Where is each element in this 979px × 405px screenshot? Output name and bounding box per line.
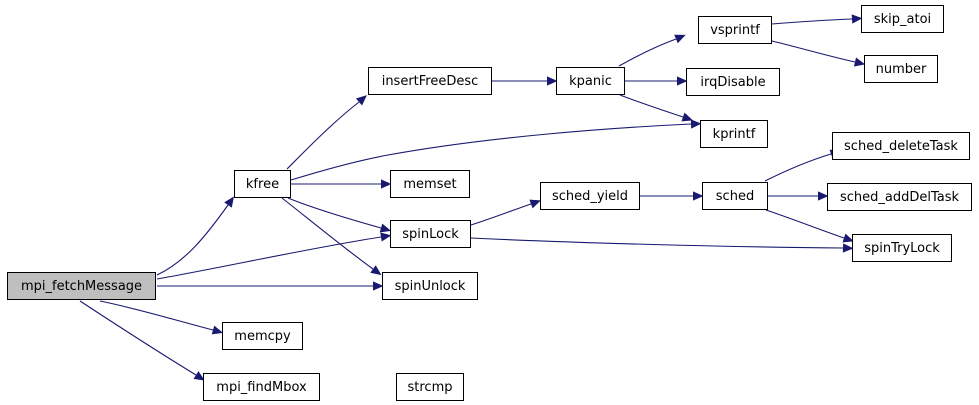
node-label: sched_deleteTask (844, 138, 958, 154)
edge-kfree-to-insertFreeDesc (286, 101, 360, 170)
arrowhead-icon (681, 112, 693, 122)
edge-spinLock-to-spinTryLock (470, 237, 844, 249)
node-sched_deleteTask[interactable]: sched_deleteTask (832, 132, 970, 160)
node-memset[interactable]: memset (390, 170, 470, 198)
node-label: irqDisable (700, 74, 766, 90)
edge-kpanic-to-kprintf (619, 94, 684, 118)
node-strcmp[interactable]: strcmp (396, 373, 464, 401)
edge-kfree-to-spinLock (287, 197, 382, 229)
arrowhead-icon (674, 34, 686, 44)
node-label: kpanic (569, 73, 612, 89)
node-label: sched (715, 188, 755, 204)
node-label: kprintf (712, 126, 756, 142)
node-label: memset (403, 176, 457, 192)
node-label: spinUnlock (394, 278, 466, 294)
node-kprintf[interactable]: kprintf (700, 120, 768, 148)
node-label: memcpy (234, 328, 291, 344)
node-kfree[interactable]: kfree (234, 170, 291, 198)
node-spinLock[interactable]: spinLock (390, 220, 471, 248)
node-label: number (875, 61, 927, 77)
node-irqDisable[interactable]: irqDisable (686, 68, 780, 96)
node-label: mpi_findMbox (216, 379, 307, 395)
node-spinTryLock[interactable]: spinTryLock (852, 234, 952, 262)
node-kpanic[interactable]: kpanic (556, 67, 625, 95)
node-label: spinLock (402, 226, 459, 242)
node-label: spinTryLock (864, 240, 940, 256)
edge-sched-to-sched_deleteTask (764, 153, 832, 182)
node-sched_yield[interactable]: sched_yield (540, 182, 640, 210)
edge-vsprintf-to-skip_atoi (771, 18, 853, 25)
edge-mpi_fetchMessage-to-memcpy (99, 300, 214, 331)
edge-mpi_fetchMessage-to-kfree (156, 204, 229, 276)
edge-kpanic-to-vsprintf (618, 38, 677, 67)
node-mpi_fetchMessage[interactable]: mpi_fetchMessage (7, 272, 156, 300)
edge-mpi_fetchMessage-to-spinLock (156, 236, 382, 280)
node-label: skip_atoi (873, 11, 932, 27)
node-label: strcmp (407, 379, 453, 395)
node-number[interactable]: number (864, 55, 938, 83)
edge-spinLock-to-sched_yield (470, 203, 532, 226)
node-sched_addDelTask[interactable]: sched_addDelTask (827, 183, 972, 211)
node-skip_atoi[interactable]: skip_atoi (861, 5, 944, 33)
node-label: sched_yield (551, 188, 629, 204)
edge-kfree-to-kprintf (290, 123, 692, 181)
node-label: mpi_fetchMessage (20, 278, 143, 294)
node-label: sched_addDelTask (839, 189, 960, 205)
edge-vsprintf-to-number (771, 40, 856, 63)
node-mpi_findMbox[interactable]: mpi_findMbox (203, 373, 320, 401)
edge-mpi_fetchMessage-to-mpi_findMbox (79, 300, 197, 376)
node-insertFreeDesc[interactable]: insertFreeDesc (368, 67, 492, 95)
node-memcpy[interactable]: memcpy (222, 322, 303, 350)
node-label: insertFreeDesc (381, 73, 479, 89)
edge-sched-to-spinTryLock (765, 209, 845, 239)
node-label: vsprintf (710, 22, 760, 38)
node-label: kfree (245, 176, 280, 192)
node-spinUnlock[interactable]: spinUnlock (382, 272, 478, 300)
node-vsprintf[interactable]: vsprintf (698, 16, 772, 44)
edge-kfree-to-spinUnlock (281, 197, 374, 270)
node-sched[interactable]: sched (702, 182, 768, 210)
